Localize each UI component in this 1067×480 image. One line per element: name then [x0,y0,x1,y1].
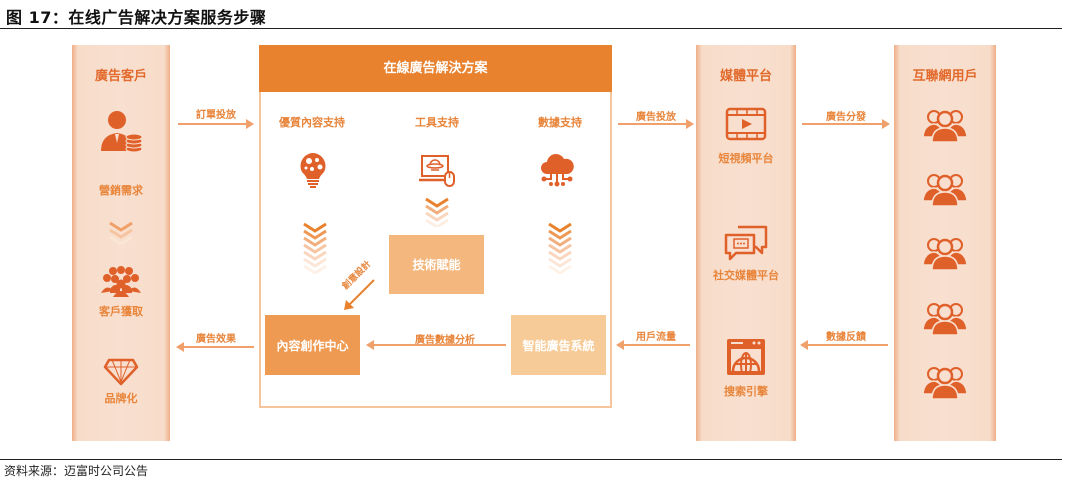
chevron-stack-center-icon [425,197,449,227]
internet-users-column: 互聯網用戶 [894,45,996,441]
content-creation-center-label: 內容創作中心 [276,338,349,353]
ad-effect-arrow [182,346,254,348]
chevron-stack-right-icon [548,222,572,274]
arrow-right-icon [246,119,254,129]
social-media-label: 社交媒體平台 [713,269,779,282]
chat-icon [724,225,768,261]
tool-support-label: 工具支持 [415,116,459,129]
arrow-right-icon [882,119,890,129]
media-title: 媒體平台 [719,69,772,84]
content-creation-center-box: 內容創作中心 [265,315,360,375]
customer-acquisition-label: 客戶獲取 [99,305,143,318]
crowd-icon [101,266,141,297]
solution-title: 在線廣告解決方案 [259,45,612,92]
media-column: 媒體平台 短視頻平台 社交媒體平台 搜索引擎 [696,45,796,441]
order-placement-label: 訂單投放 [196,110,236,121]
search-engine-label: 搜索引擎 [724,385,768,398]
ad-effect-label: 廣告效果 [196,334,236,345]
arrow-left-icon [176,342,184,352]
arrow-right-icon [686,119,694,129]
chevron-down-icon [109,221,133,245]
source-note: 资料来源：迈富时公司公告 [4,464,149,478]
chevron-stack-left-icon [303,222,327,274]
businessman-coins-icon [101,111,143,153]
arrow-left-icon [616,340,624,350]
content-support-label: 優質內容支持 [279,116,345,129]
users-group-icon [922,238,968,271]
footer-rule [0,459,1062,460]
data-feedback-label: 數據反饋 [826,332,866,343]
data-support-label: 數據支持 [538,116,582,129]
ad-distribution-arrow [802,123,884,125]
data-feedback-arrow [806,344,888,346]
internet-users-title: 互聯網用戶 [912,69,978,84]
users-group-icon [922,303,968,336]
ad-distribution-label: 廣告分發 [826,112,866,123]
short-video-label: 短視頻平台 [718,152,774,165]
data-analysis-arrow [372,344,506,346]
marketing-needs-label: 營銷需求 [99,184,143,197]
users-group-icon [922,367,968,400]
cloud-network-icon [541,154,574,187]
tech-empowerment-label: 技術賦能 [412,258,461,272]
arrow-left-icon [800,340,808,350]
video-icon [725,107,767,141]
branding-label: 品牌化 [104,392,138,405]
figure-title: 图 17：在线广告解决方案服务步骤 [6,8,267,27]
order-placement-arrow [178,123,248,125]
title-rule [0,28,1062,29]
ad-placement-arrow [618,123,688,125]
diagonal-arrow-icon [344,279,375,310]
user-traffic-arrow [622,344,690,346]
tech-empowerment-box: 技術賦能 [389,235,484,294]
users-group-icon [922,174,968,207]
advertiser-column: 廣告客戶 營銷需求 客戶獲取 品牌化 [72,45,170,441]
smart-ad-system-box: 智能廣告系統 [511,315,606,375]
ad-placement-label: 廣告投放 [636,112,676,123]
arrow-left-icon [366,340,374,350]
browser-globe-icon [727,339,765,377]
user-traffic-label: 用戶流量 [636,332,676,343]
diamond-icon [103,358,139,386]
users-group-icon [922,110,968,143]
data-analysis-label: 廣告數據分析 [415,335,475,346]
advertiser-title: 廣告客戶 [94,69,147,84]
smart-ad-system-label: 智能廣告系統 [522,338,595,353]
lightbulb-icon [300,153,326,188]
computer-mouse-icon [419,155,455,187]
